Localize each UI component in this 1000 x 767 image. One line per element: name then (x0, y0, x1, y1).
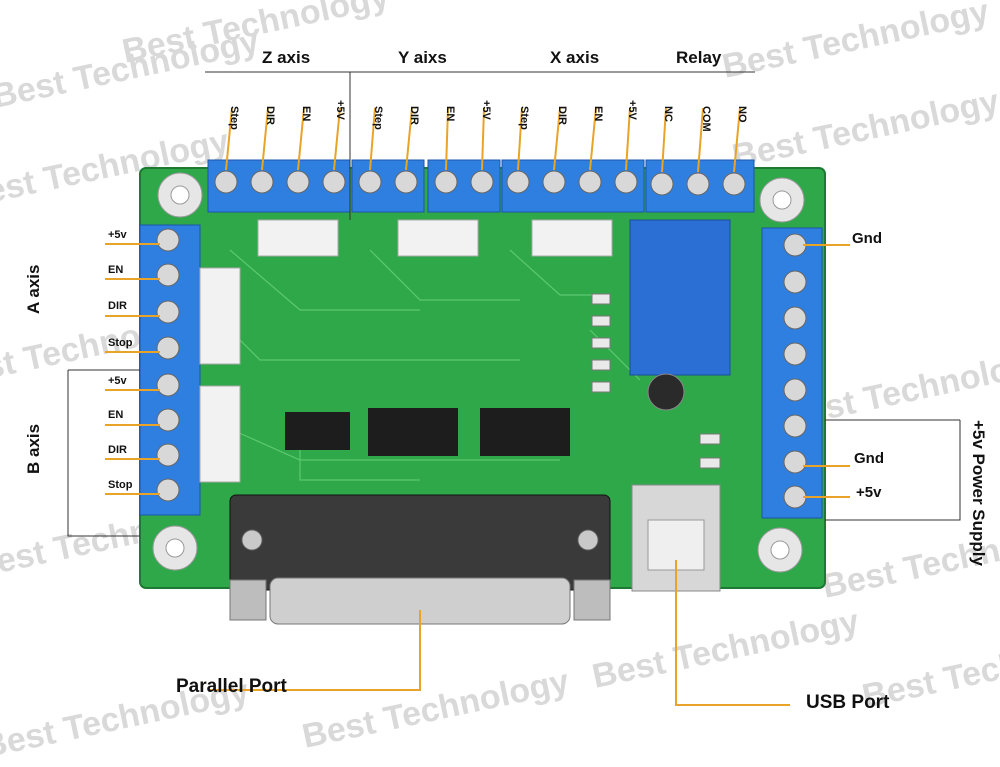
header-z-axis: Z axis (262, 48, 311, 67)
pin-label-a-en: EN (108, 264, 124, 276)
gnd-label-top: Gnd (852, 230, 882, 247)
plus5v-label-power: +5v (856, 484, 882, 501)
pin-label-x-5v: +5V (626, 100, 638, 120)
pin-label-z-en: EN (300, 106, 312, 122)
pin-label-relay-com: COM (700, 106, 712, 132)
pin-label-b-stop: Stop (108, 479, 133, 491)
led (591, 293, 721, 469)
pin-label-a-dir: DIR (108, 300, 127, 312)
pin-label-z-5v: +5V (334, 100, 346, 120)
pin-label-relay-no: NO (736, 106, 748, 123)
pin-label-y-step: Step (372, 106, 384, 130)
pin-label-relay-nc: NC (662, 106, 674, 122)
ic-chip (285, 408, 570, 456)
parallel-port (229, 494, 611, 625)
pin-label-b-5v: +5v (108, 375, 127, 387)
header-x-axis: X axis (550, 48, 600, 67)
terminal-screw (156, 228, 180, 502)
pin-label-z-step: Step (228, 106, 240, 130)
terminal-screw (214, 170, 746, 196)
a-axis-label: A axis (24, 264, 43, 314)
pin-label-y-dir: DIR (408, 106, 420, 125)
gnd-label-power: Gnd (854, 450, 884, 467)
pin-label-x-step: Step (518, 106, 530, 130)
header-relay: Relay (676, 48, 722, 67)
pin-label-a-5v: +5v (108, 229, 127, 241)
header-y-axis: Y aixs (398, 48, 447, 67)
pin-label-a-stop: Stop (108, 337, 133, 349)
relay (629, 219, 731, 376)
pin-label-z-dir: DIR (264, 106, 276, 125)
b-axis-label: B axis (24, 423, 43, 474)
jst-connector (199, 219, 613, 483)
pin-label-b-en: EN (108, 409, 124, 421)
pin-label-x-dir: DIR (556, 106, 568, 125)
mounting-hole (152, 172, 805, 573)
usb-port-label: USB Port (806, 692, 890, 713)
pin-label-y-en: EN (444, 106, 456, 122)
power-supply-label: +5v Power Supply (969, 420, 988, 566)
parallel-port-label: Parallel Port (176, 676, 287, 697)
pin-label-y-5v: +5V (480, 100, 492, 120)
pin-label-x-en: EN (592, 106, 604, 122)
pin-label-b-dir: DIR (108, 444, 127, 456)
capacitor (647, 373, 685, 411)
